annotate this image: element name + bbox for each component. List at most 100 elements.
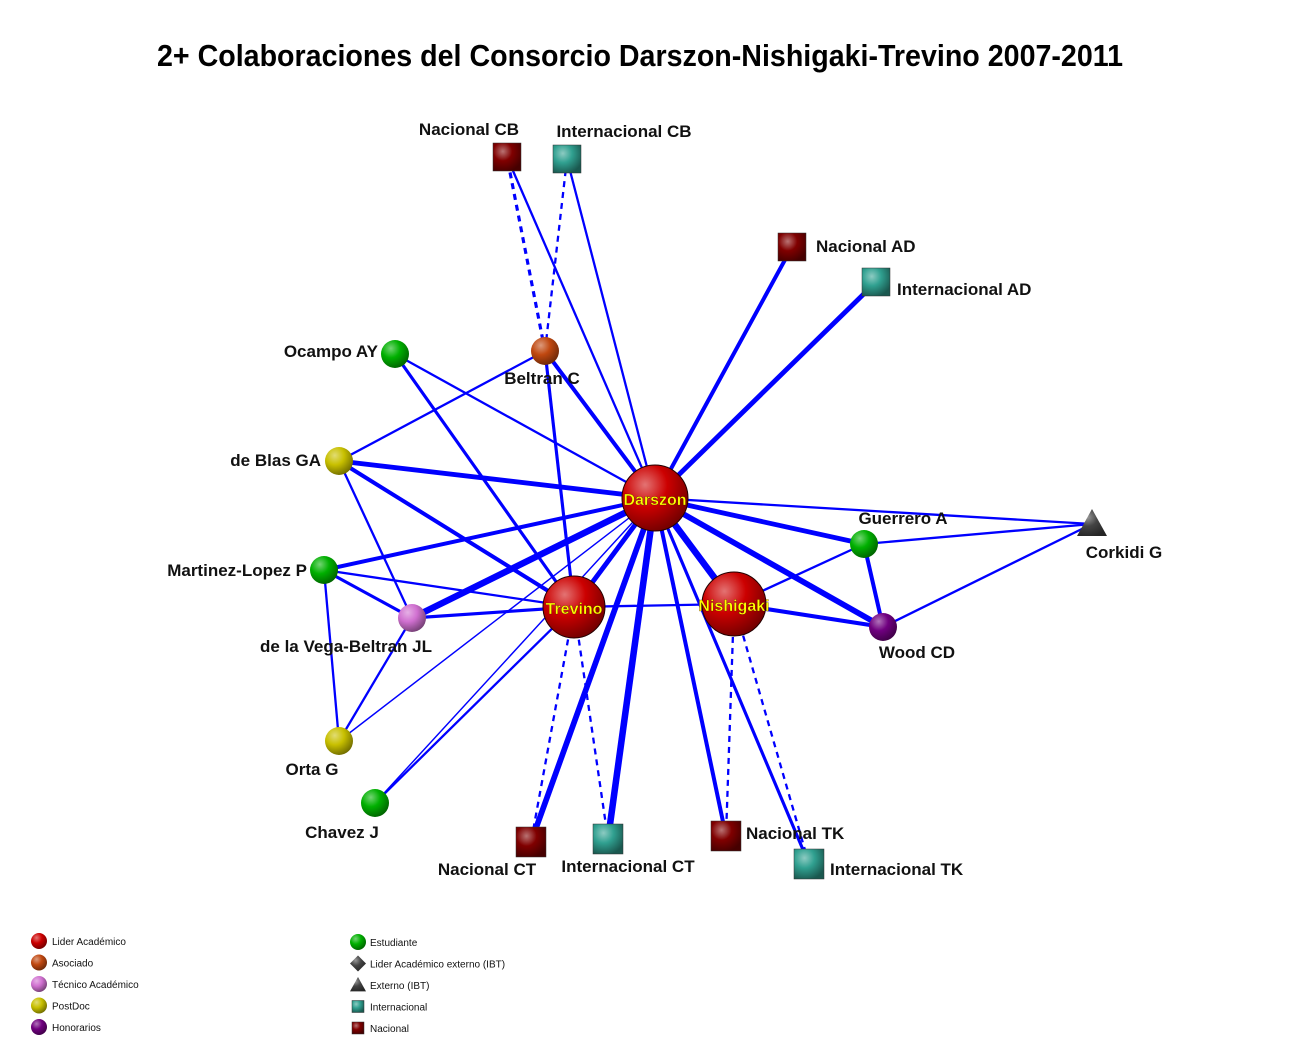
edge-ocampo-darszon <box>394 352 656 500</box>
legend-label: Honorarios <box>52 1023 101 1034</box>
legend-item: Honorarios <box>31 1019 101 1035</box>
legend-circle-icon <box>31 997 47 1014</box>
internacional-square-icon <box>861 267 891 297</box>
node-label: Corkidi G <box>1086 543 1163 562</box>
edge-beltran-trevino <box>543 350 576 608</box>
legend-item: Externo (IBT) <box>350 977 429 992</box>
edge-nishigaki-nacTK <box>724 603 736 837</box>
node-orta[interactable]: Orta G <box>286 727 353 779</box>
node-nacCT[interactable]: Nacional CT <box>438 826 547 879</box>
estudiante-circle-icon <box>850 530 878 558</box>
edge-chavez-trevino <box>374 606 575 804</box>
node-deblas[interactable]: de Blas GA <box>230 447 353 475</box>
node-label: Internacional TK <box>830 860 964 879</box>
node-chavez[interactable]: Chavez J <box>305 789 389 842</box>
tecnico-circle-icon <box>398 604 426 632</box>
node-label: Chavez J <box>305 823 379 842</box>
node-nacTK[interactable]: Nacional TK <box>710 820 845 852</box>
legend-label: Técnico Académico <box>52 980 139 991</box>
edge-deblas-trevino <box>337 459 576 609</box>
legend-label: PostDoc <box>52 1002 90 1013</box>
nacional-square-icon <box>492 142 522 172</box>
asociado-circle-icon <box>531 337 559 365</box>
edge-delavega-darszon <box>410 495 657 621</box>
legend-label: Estudiante <box>370 938 418 949</box>
node-nishigaki[interactable]: Nishigaki <box>698 571 770 637</box>
node-label: de la Vega-Beltran JL <box>260 637 432 656</box>
node-label: de Blas GA <box>230 451 321 470</box>
node-intTK[interactable]: Internacional TK <box>793 848 964 880</box>
edge-ocampo-trevino <box>393 353 576 608</box>
node-intAD[interactable]: Internacional AD <box>861 267 1031 299</box>
node-beltran[interactable]: Beltran C <box>504 337 580 388</box>
node-label: Nishigaki <box>698 598 769 615</box>
edge-deblas-delavega <box>337 460 414 619</box>
node-corkidi[interactable]: Corkidi G <box>1077 509 1162 562</box>
edge-darszon-nacCT <box>528 497 658 843</box>
legend-item: Internacional <box>351 1000 427 1014</box>
node-nacAD[interactable]: Nacional AD <box>777 232 916 262</box>
externo-triangle-icon <box>1077 509 1107 536</box>
edge-trevino-nacCT <box>529 606 576 843</box>
estudiante-circle-icon <box>381 340 409 368</box>
legend-item: Lider Académico <box>31 933 126 949</box>
lider-circle-icon <box>621 464 689 532</box>
node-intCT[interactable]: Internacional CT <box>561 823 695 876</box>
legend-circle-icon <box>31 933 47 949</box>
edge-martinez-orta <box>322 569 341 742</box>
edge-darszon-intCB <box>565 158 657 499</box>
edge-darszon-guerrero <box>654 495 865 547</box>
nacional-square-icon <box>515 826 547 858</box>
edge-beltran-deblas <box>338 349 546 463</box>
node-label: Nacional AD <box>816 237 916 256</box>
legend-circle-icon <box>31 976 47 992</box>
node-label: Internacional AD <box>897 280 1031 299</box>
edges-layer <box>322 156 1093 865</box>
legend-square-icon <box>351 1021 365 1035</box>
node-label: Nacional CT <box>438 860 537 879</box>
node-delavega[interactable]: de la Vega-Beltran JL <box>260 604 432 656</box>
edge-chavez-darszon <box>374 497 656 804</box>
node-label: Trevino <box>546 601 603 618</box>
internacional-square-icon <box>592 823 624 855</box>
node-ocampo[interactable]: Ocampo AY <box>284 340 409 368</box>
edge-beltran-nacCB <box>505 156 547 352</box>
node-trevino[interactable]: Trevino <box>542 575 606 639</box>
legend-item: Nacional <box>351 1021 409 1035</box>
legend-circle-icon <box>31 954 47 971</box>
legend-label: Lider Académico externo (IBT) <box>370 960 505 971</box>
node-darszon[interactable]: Darszon <box>621 464 689 532</box>
edge-darszon-corkidi <box>654 496 1093 526</box>
node-intCB[interactable]: Internacional CB <box>552 122 692 174</box>
internacional-square-icon <box>552 144 582 174</box>
diagram-title: 2+ Colaboraciones del Consorcio Darszon-… <box>157 38 1123 73</box>
node-label: Internacional CT <box>561 857 695 876</box>
node-nacCB[interactable]: Nacional CB <box>419 120 522 172</box>
legend-label: Internacional <box>370 1003 427 1014</box>
edge-darszon-intAD <box>653 280 878 500</box>
lider-circle-icon <box>542 575 606 639</box>
internacional-square-icon <box>793 848 825 880</box>
edge-guerrero-wood <box>862 543 885 628</box>
edge-deblas-darszon <box>338 458 656 501</box>
node-wood[interactable]: Wood CD <box>869 613 955 662</box>
node-martinez[interactable]: Martinez-Lopez P <box>167 556 338 584</box>
legend-label: Nacional <box>370 1024 409 1035</box>
legend-square-icon <box>351 1000 365 1013</box>
legend-item: Técnico Académico <box>31 976 139 992</box>
legend-label: Lider Académico <box>52 937 126 948</box>
edge-wood-corkidi <box>882 522 1093 629</box>
node-label: Internacional CB <box>556 122 691 141</box>
node-label: Orta G <box>286 760 339 779</box>
node-label: Martinez-Lopez P <box>167 561 307 580</box>
legend-circle-icon <box>350 934 366 950</box>
legend-label: Asociado <box>52 959 94 970</box>
edge-orta-darszon <box>338 497 656 742</box>
edge-darszon-nacCB <box>505 156 657 499</box>
edge-guerrero-corkidi <box>863 522 1093 546</box>
edge-orta-delavega <box>338 617 413 742</box>
edge-martinez-delavega <box>323 568 413 620</box>
node-label: Ocampo AY <box>284 342 379 361</box>
node-guerrero[interactable]: Guerrero A <box>850 509 948 558</box>
